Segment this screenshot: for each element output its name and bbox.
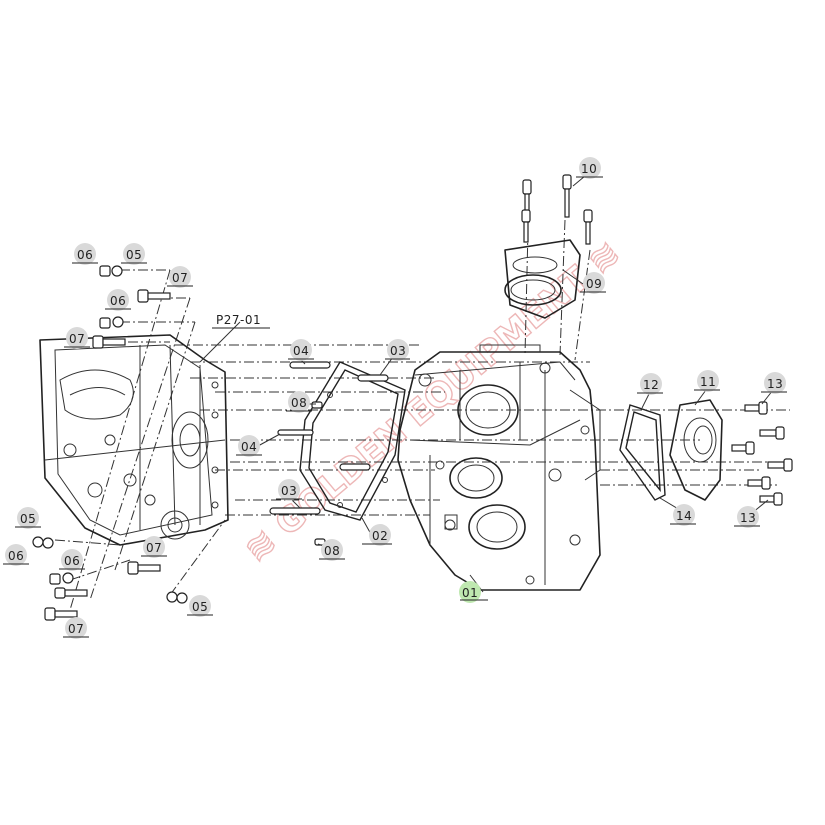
svg-text:05: 05 (126, 248, 142, 262)
callout-08-bottom[interactable]: 08 (319, 539, 345, 561)
callout-03-bottom[interactable]: 03 (276, 479, 302, 501)
svg-text:14: 14 (676, 509, 692, 523)
svg-text:05: 05 (192, 600, 208, 614)
svg-text:07: 07 (69, 332, 85, 346)
gasket-12-icon (619, 404, 666, 501)
svg-text:P27-01: P27-01 (216, 313, 261, 327)
svg-text:03: 03 (390, 344, 406, 358)
callout-02[interactable]: 02 (362, 524, 392, 546)
fasteners-left-icon (32, 265, 188, 621)
callout-10[interactable]: 10 (576, 157, 603, 179)
svg-text:07: 07 (68, 622, 84, 636)
svg-text:06: 06 (8, 549, 24, 563)
callout-04-top[interactable]: 04 (288, 339, 314, 361)
cover-11-icon (669, 399, 723, 501)
svg-text:09: 09 (586, 277, 602, 291)
svg-text:08: 08 (291, 396, 307, 410)
callout-04-mid[interactable]: 04 (236, 435, 262, 457)
svg-text:01: 01 (462, 586, 478, 600)
callout-07-lower[interactable]: 07 (141, 536, 167, 558)
svg-text:03: 03 (281, 484, 297, 498)
svg-text:08: 08 (324, 544, 340, 558)
rear-housing-icon (39, 334, 229, 546)
svg-text:10: 10 (581, 162, 597, 176)
callout-14[interactable]: 14 (670, 504, 696, 526)
svg-text:06: 06 (110, 294, 126, 308)
svg-text:13: 13 (767, 377, 783, 391)
callout-05-topleft[interactable]: 05 (121, 243, 147, 265)
pins-icon (269, 361, 389, 546)
callout-01[interactable]: 01 (459, 581, 488, 603)
callout-06-left[interactable]: 06 (3, 544, 29, 566)
svg-text:05: 05 (20, 512, 36, 526)
svg-text:07: 07 (172, 271, 188, 285)
svg-text:04: 04 (241, 440, 257, 454)
svg-text:12: 12 (643, 378, 659, 392)
svg-text:07: 07 (146, 541, 162, 555)
callout-05-left[interactable]: 05 (15, 507, 41, 529)
callout-06-lower[interactable]: 06 (59, 549, 85, 571)
callout-07-upper[interactable]: 07 (64, 327, 90, 349)
svg-text:06: 06 (64, 554, 80, 568)
callout-09[interactable]: 09 (580, 272, 606, 294)
svg-text:13: 13 (740, 511, 756, 525)
callout-13-top[interactable]: 13 (761, 372, 787, 394)
callout-06-upper[interactable]: 06 (105, 289, 131, 311)
callout-05-bottom[interactable]: 05 (187, 595, 213, 617)
callout-06-topleft[interactable]: 06 (72, 243, 98, 265)
svg-text:06: 06 (77, 248, 93, 262)
callout-03-top[interactable]: 03 (385, 339, 410, 361)
callout-07-bottomleft[interactable]: 07 (63, 617, 89, 639)
callout-12[interactable]: 12 (637, 373, 663, 395)
bolts-10-icon (521, 174, 593, 245)
svg-text:11: 11 (700, 375, 716, 389)
gearbox-housing-icon (397, 344, 601, 591)
callout-p27-01[interactable]: P27-01 (212, 313, 270, 329)
bolts-13-icon (731, 401, 793, 506)
callout-11[interactable]: 11 (694, 370, 720, 392)
svg-text:04: 04 (293, 344, 309, 358)
flange-09-icon (504, 239, 581, 319)
callout-07-topleft[interactable]: 07 (167, 266, 193, 288)
callout-08-top[interactable]: 08 (286, 391, 312, 413)
svg-text:02: 02 (372, 529, 388, 543)
callout-13-bottom[interactable]: 13 (734, 506, 760, 528)
